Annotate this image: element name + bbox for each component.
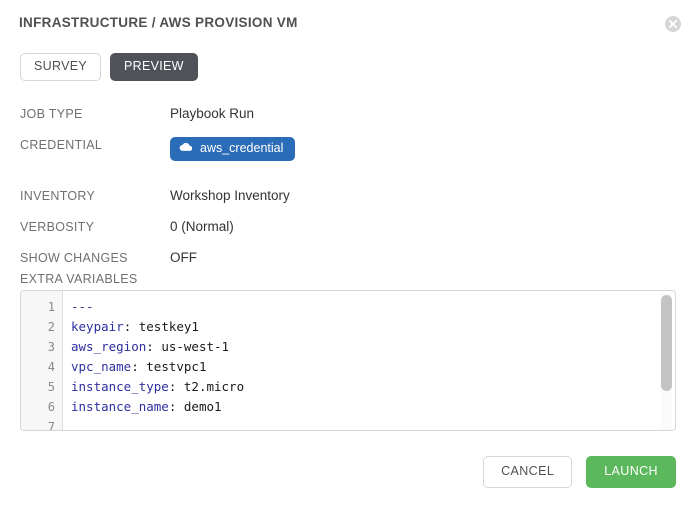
detail-row-show-changes: SHOW CHANGES OFF xyxy=(20,249,660,280)
yaml-key: aws_region xyxy=(71,339,147,354)
code-line: instance_type: t2.micro xyxy=(71,377,675,397)
cloud-icon xyxy=(179,142,193,155)
credential-badge[interactable]: aws_credential xyxy=(170,137,296,161)
detail-row-job-type: JOB TYPE Playbook Run xyxy=(20,105,660,136)
editor-code-area[interactable]: --- keypair: testkey1 aws_region: us-wes… xyxy=(63,291,675,430)
yaml-value: testvpc1 xyxy=(146,359,207,374)
show-changes-value: OFF xyxy=(170,250,197,265)
job-type-label: JOB TYPE xyxy=(20,107,83,121)
inventory-value: Workshop Inventory xyxy=(170,188,290,203)
editor-line-number-gutter: 1 2 3 4 5 6 7 xyxy=(21,291,63,430)
yaml-value: t2.micro xyxy=(183,379,245,394)
tab-bar: SURVEY PREVIEW xyxy=(20,53,198,81)
code-line: vpc_name: testvpc1 xyxy=(71,357,675,377)
job-details: JOB TYPE Playbook Run CREDENTIAL aws_cre… xyxy=(20,105,660,280)
yaml-separator: : xyxy=(146,339,162,354)
yaml-separator: : xyxy=(168,379,184,394)
cancel-button[interactable]: CANCEL xyxy=(483,456,573,488)
detail-row-inventory: INVENTORY Workshop Inventory xyxy=(20,187,660,218)
yaml-value: us-west-1 xyxy=(161,339,230,354)
yaml-key: instance_name xyxy=(71,399,169,414)
job-type-value: Playbook Run xyxy=(170,106,255,121)
line-number: 6 xyxy=(47,400,55,414)
yaml-value: demo1 xyxy=(183,399,222,414)
extra-variables-label: EXTRA VARIABLES xyxy=(20,272,138,286)
yaml-separator: : xyxy=(131,359,147,374)
credential-badge-label: aws_credential xyxy=(200,141,284,155)
verbosity-value: 0 (Normal) xyxy=(170,219,234,234)
yaml-key: vpc_name xyxy=(71,359,132,374)
yaml-separator: : xyxy=(123,319,139,334)
tab-preview[interactable]: PREVIEW xyxy=(109,53,198,81)
show-changes-label: SHOW CHANGES xyxy=(20,251,128,265)
editor-scrollbar-thumb[interactable] xyxy=(661,295,672,391)
tab-survey[interactable]: SURVEY xyxy=(20,53,101,81)
page-title: INFRASTRUCTURE / AWS PROVISION VM xyxy=(19,15,298,30)
close-icon[interactable] xyxy=(665,16,681,32)
credential-label: CREDENTIAL xyxy=(20,138,103,152)
code-line: --- xyxy=(71,297,675,317)
yaml-key: instance_type xyxy=(71,379,169,394)
inventory-label: INVENTORY xyxy=(20,189,96,203)
line-number: 7 xyxy=(47,420,55,431)
line-number: 3 xyxy=(47,340,55,354)
code-line: aws_region: us-west-1 xyxy=(71,337,675,357)
modal-footer: CANCEL LAUNCH xyxy=(483,456,676,488)
detail-row-credential: CREDENTIAL aws_credential xyxy=(20,136,660,181)
code-line: keypair: testkey1 xyxy=(71,317,675,337)
detail-row-verbosity: VERBOSITY 0 (Normal) xyxy=(20,218,660,249)
line-number: 2 xyxy=(47,320,55,334)
yaml-key: keypair xyxy=(71,319,124,334)
yaml-separator: : xyxy=(168,399,184,414)
code-line: instance_name: demo1 xyxy=(71,397,675,417)
line-number: 4 xyxy=(47,360,55,374)
modal-header: INFRASTRUCTURE / AWS PROVISION VM xyxy=(0,0,695,42)
verbosity-label: VERBOSITY xyxy=(20,220,95,234)
line-number: 5 xyxy=(47,380,55,394)
yaml-value: testkey1 xyxy=(138,319,199,334)
launch-button[interactable]: LAUNCH xyxy=(586,456,676,488)
line-number: 1 xyxy=(47,300,55,314)
yaml-document-start: --- xyxy=(71,299,94,314)
extra-variables-editor[interactable]: 1 2 3 4 5 6 7 --- keypair: testkey1 aws_… xyxy=(20,290,676,431)
